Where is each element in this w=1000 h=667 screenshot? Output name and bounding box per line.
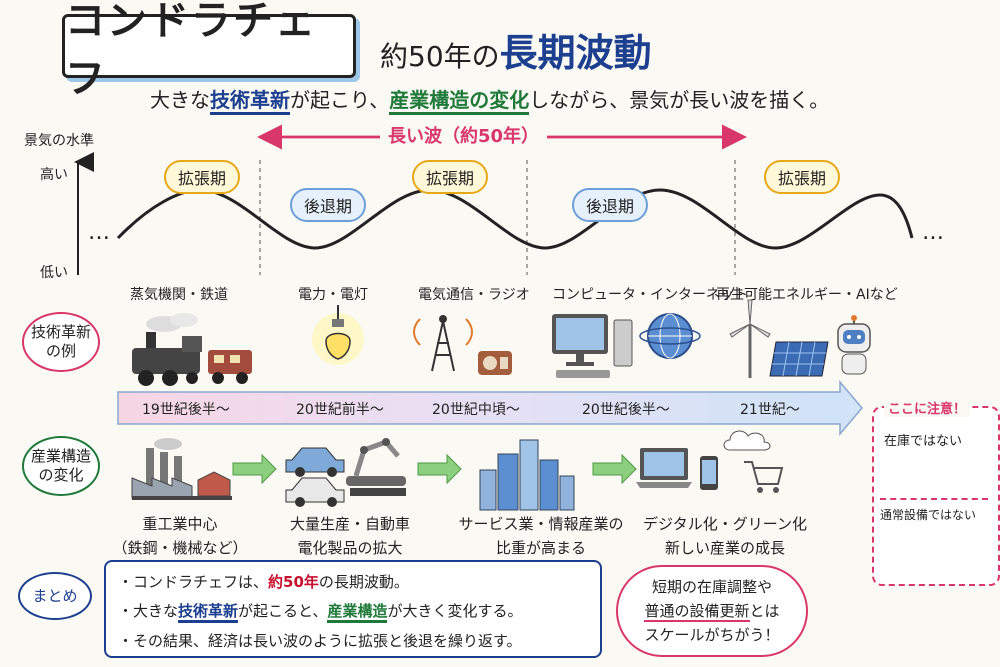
wind-turbine-icon: [729, 299, 771, 378]
summary-l2-pre: ・大きな: [118, 602, 179, 621]
summary-l2-struct: 産業構造: [327, 602, 388, 624]
structure-item-line1: デジタル化・グリーン化: [643, 515, 807, 533]
city-buildings-icon: [479, 439, 575, 511]
tech-item: 再生可能エネルギー・AIなど: [716, 287, 898, 303]
long-wave-label: 長い波（約50年）: [380, 122, 548, 148]
robot-arm-icon: [346, 438, 406, 496]
structure-item-line1: サービス業・情報産業の: [458, 515, 624, 533]
title-sub: 約50年の長期波動: [380, 22, 652, 77]
era-arrow: [117, 379, 863, 437]
tech-item: 電力・電灯: [298, 287, 368, 303]
caution-item1: 在庫ではない: [884, 434, 963, 449]
summary-l1-post: の長期波動。: [318, 573, 409, 591]
caution-divider: [880, 498, 988, 500]
phase-recession: 後退期: [572, 188, 649, 222]
tech-item: 蒸気機関・鉄道: [130, 287, 228, 303]
title-sub-emph: 長期波動: [499, 31, 652, 75]
tech-item: コンピュータ・インターネット: [552, 287, 748, 303]
shopping-cart-icon: [744, 461, 784, 493]
summary-line2: ・大きな技術革新が起こると、産業構造が大きく変化する。: [118, 597, 588, 626]
era-label: 20世紀中頃～: [432, 402, 520, 418]
globe-icon: [639, 313, 701, 359]
cloud-icon: [723, 430, 771, 451]
tech-side-label-text: 技術革新の例: [30, 323, 91, 360]
era-label: 20世紀後半～: [582, 402, 670, 418]
summary-l1-pre: ・コンドラチェフは、: [118, 573, 269, 591]
structure-arrow: [592, 453, 637, 485]
y-axis-low: 低い: [40, 265, 68, 281]
subtitle-p3: しながら、景気が長い波を描く。: [529, 88, 830, 112]
structure-arrow: [232, 453, 277, 485]
caution-box: ここに注意！ 在庫ではない 通常設備ではない: [872, 398, 1000, 586]
phase-expansion: 拡張期: [764, 160, 841, 194]
note-line2-emph: 普通の設備更新: [644, 602, 750, 622]
ellipsis-right: …: [922, 220, 944, 245]
caution-title: ここに注意！: [884, 398, 971, 417]
structure-item: デジタル化・グリーン化 新しい産業の成長: [640, 512, 810, 560]
note-line1: 短期の在庫調整や: [651, 578, 772, 596]
factory-icon: [131, 438, 232, 500]
light-bulb-icon: [312, 305, 364, 365]
y-axis-label: 景気の水準: [24, 133, 94, 149]
structure-side-label: 産業構造の変化: [22, 436, 100, 496]
summary-label-text: まとめ: [32, 586, 78, 605]
summary-line1: ・コンドラチェフは、約50年の長期波動。: [118, 568, 588, 597]
structure-item: サービス業・情報産業の 比重が高まる: [456, 512, 626, 560]
solar-panel-icon: [769, 341, 829, 377]
title-sub-prefix: 約50年の: [380, 40, 500, 73]
note-line2-post: とは: [749, 602, 780, 620]
structure-item-line2: 電化製品の拡大: [297, 539, 403, 557]
laptop-icon: [636, 448, 692, 488]
cars-icon: [285, 447, 345, 507]
structure-item-line2: 新しい産業の成長: [664, 539, 785, 557]
phase-expansion: 拡張期: [164, 160, 241, 194]
summary-box: ・コンドラチェフは、約50年の長期波動。 ・大きな技術革新が起こると、産業構造が…: [104, 560, 602, 658]
structure-side-label-text: 産業構造の変化: [30, 447, 91, 484]
structure-item: 大量生産・自動車 電化製品の拡大: [280, 512, 420, 560]
structure-item: 重工業中心 （鉄鋼・機械など）: [110, 512, 250, 560]
era-label: 21世紀～: [740, 402, 800, 418]
era-label: 19世紀後半～: [142, 402, 230, 418]
note-line2: 普通の設備更新とは: [618, 599, 806, 623]
y-axis-high: 高い: [40, 167, 68, 183]
note-line3: スケールがちがう！: [644, 626, 780, 644]
economic-wave: [116, 188, 914, 250]
steam-train-icon: [132, 313, 252, 386]
computer-icon: [552, 314, 633, 378]
subtitle-p2: が起こり、: [290, 88, 390, 112]
structure-arrow: [417, 453, 462, 485]
phase-recession: 後退期: [290, 188, 367, 222]
structure-item-line2: （鉄鋼・機械など）: [112, 539, 248, 557]
subtitle-struct: 産業構造の変化: [389, 88, 530, 115]
tech-item: 電気通信・ラジオ: [418, 287, 530, 303]
caution-item2: 通常設備ではない: [880, 508, 977, 522]
subtitle: 大きな技術革新が起こり、産業構造の変化しながら、景気が長い波を描く。: [150, 84, 830, 115]
title-box: コンドラチェフ: [62, 0, 356, 102]
title-main: コンドラチェフ: [65, 0, 317, 102]
summary-l2-mid: が起こると、: [238, 602, 328, 621]
subtitle-tech: 技術革新: [210, 88, 290, 115]
summary-label: まとめ: [18, 572, 92, 620]
ellipsis-left: …: [88, 220, 110, 245]
summary-line3: ・その結果、経済は長い波のように拡張と後退を繰り返す。: [118, 631, 522, 650]
structure-item-line1: 大量生産・自動車: [289, 515, 410, 533]
subtitle-p1: 大きな: [150, 88, 210, 112]
summary-l2-post: が大きく変化する。: [387, 602, 523, 621]
structure-item-line2: 比重が高まる: [495, 539, 586, 557]
tech-side-label: 技術革新の例: [22, 312, 100, 372]
radio-tower-icon: [413, 315, 512, 375]
note-bubble: 短期の在庫調整や 普通の設備更新とは スケールがちがう！: [616, 565, 808, 657]
phase-expansion: 拡張期: [412, 160, 489, 194]
summary-l2-tech: 技術革新: [178, 602, 239, 624]
era-label: 20世紀前半～: [296, 402, 384, 418]
smartphone-icon: [700, 456, 718, 490]
summary-l1-emph: 約50年: [268, 573, 319, 591]
structure-item-line1: 重工業中心: [142, 515, 218, 533]
robot-ai-icon: [837, 315, 871, 375]
